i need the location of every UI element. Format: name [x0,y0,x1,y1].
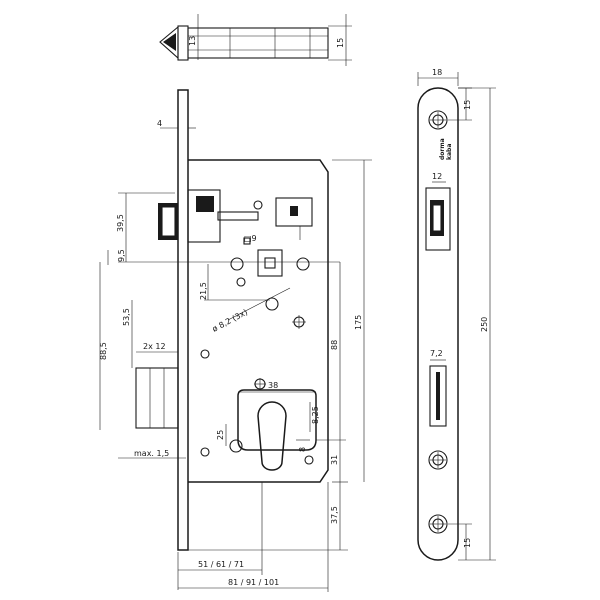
dim-88-5: 88,5 [99,342,108,360]
latch-bolt [158,189,313,243]
side-view: dorma kaba 18 15 12 7,2 [417,68,496,561]
dim-top-15: 15 [336,38,345,48]
dim-21-5: 21,5 [199,282,208,300]
dim-side-18: 18 [432,68,442,77]
dim-53-5: 53,5 [122,308,131,326]
faceplate [417,87,459,561]
brand-line1: dorma [439,138,446,160]
dim-max-1-5: max. 1,5 [134,449,169,458]
dim-8: 8 [298,447,307,452]
deadbolt [135,367,179,429]
dim-25: 25 [216,430,225,440]
dim-forend-4: 4 [157,119,162,128]
brand-line2: kaba [446,144,453,160]
dim-9-5: 9,5 [117,249,126,262]
front-view: 4 □9 [99,89,372,592]
dim-side-12: 12 [432,172,442,181]
dim-2x12: 2x 12 [143,342,166,351]
dim-top-13: 13 [188,36,197,46]
dim-side-250: 250 [480,317,489,332]
dim-8-25: 8,25 [311,406,320,424]
forend-plate [177,89,189,551]
dim-88: 88 [330,340,339,350]
cylinder-cutout [229,389,317,471]
dim-37-5: 37,5 [330,506,339,524]
lock-case [188,159,329,483]
dim-31: 31 [330,455,339,465]
follower-hub [257,249,283,277]
dim-backsets: 51 / 61 / 71 [198,560,244,569]
dim-38: 38 [268,381,278,390]
dim-side-15-bottom: 15 [463,538,472,548]
dim-175: 175 [354,315,363,330]
dim-depths: 81 / 91 / 101 [228,578,279,587]
dim-screw-diam: ø 8,2 (3x) [211,308,249,334]
top-view: 13 15 [159,14,352,66]
dim-side-7-2: 7,2 [430,349,443,358]
dim-39-5: 39,5 [116,214,125,232]
dim-side-15-top: 15 [463,100,472,110]
screw-hole [265,297,279,311]
dim-square-9: □9 [244,234,257,243]
